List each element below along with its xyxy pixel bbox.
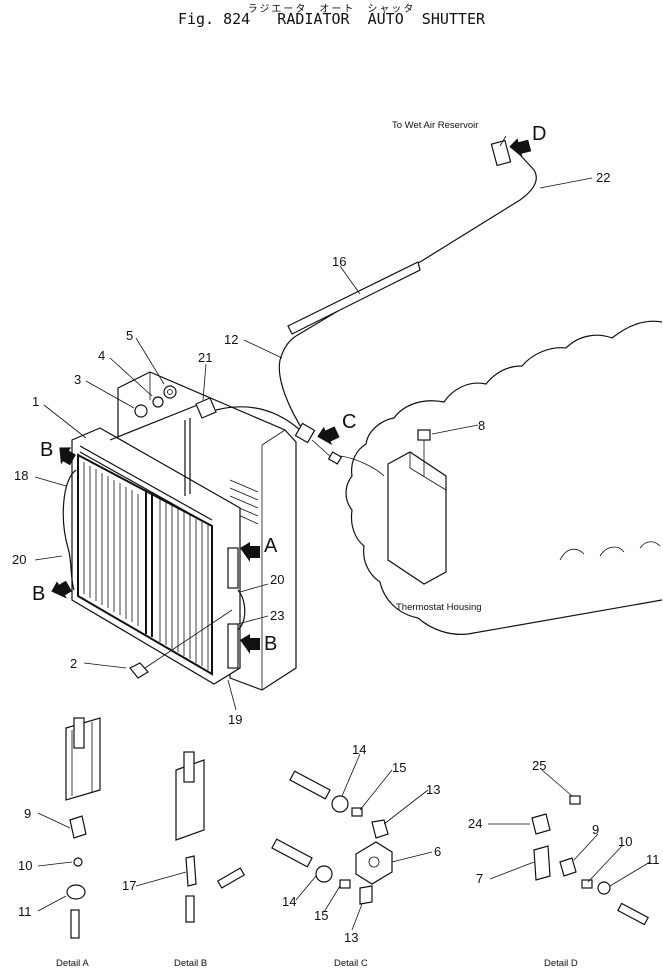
- part-number-13-lower: 13: [344, 930, 358, 945]
- part-number-8: 8: [478, 418, 485, 433]
- detail-d-caption: Detail D: [544, 958, 578, 969]
- arrow-d-icon: [509, 138, 532, 158]
- part-number-13-upper: 13: [426, 782, 440, 797]
- part-number-20-left: 20: [12, 552, 26, 567]
- detail-b-caption: Detail B: [174, 958, 207, 969]
- part-number-4: 4: [98, 348, 105, 363]
- part-number-21: 21: [198, 350, 212, 365]
- wet-air-reservoir-label: To Wet Air Reservoir: [392, 120, 478, 131]
- view-letter-b-right: B: [264, 633, 277, 655]
- view-arrows: [51, 138, 532, 654]
- part-number-16: 16: [332, 254, 346, 269]
- part-number-12: 12: [224, 332, 238, 347]
- part-number-10-detail-d: 10: [618, 834, 632, 849]
- part-number-14-lower: 14: [282, 894, 296, 909]
- figure-title: Fig. 824 RADIATOR AUTO SHUTTER: [177, 10, 486, 28]
- part-number-6: 6: [434, 844, 441, 859]
- part-number-5: 5: [126, 328, 133, 343]
- part-number-1: 1: [32, 394, 39, 409]
- arrow-b-right-icon: [240, 634, 260, 654]
- part-number-25: 25: [532, 758, 546, 773]
- part-number-23: 23: [270, 608, 284, 623]
- arrow-b-lower-icon: [51, 580, 72, 599]
- part-number-9-detail-d: 9: [592, 822, 599, 837]
- part-number-2: 2: [70, 656, 77, 671]
- part-number-9-detail-a: 9: [24, 806, 31, 821]
- part-number-11-detail-a: 11: [18, 904, 32, 919]
- part-number-22: 22: [596, 170, 610, 185]
- part-number-7: 7: [476, 871, 483, 886]
- radiator-assembly: [62, 371, 297, 691]
- arrow-b-upper-icon: [59, 447, 76, 466]
- part-number-14-upper: 14: [352, 742, 366, 757]
- part-number-15-lower: 15: [314, 908, 328, 923]
- japanese-title: ラジエータ オート シャッタ: [247, 4, 416, 15]
- part-number-10-detail-a: 10: [18, 858, 32, 873]
- detail-c-parts: [271, 770, 393, 905]
- view-letter-b-lower: B: [32, 583, 45, 605]
- part-number-20-right: 20: [270, 572, 284, 587]
- arrow-c-icon: [317, 426, 340, 446]
- part-number-11-detail-d: 11: [646, 852, 660, 867]
- part-number-3: 3: [74, 372, 81, 387]
- detail-a-parts: [65, 717, 101, 939]
- arrow-a-icon: [240, 542, 260, 562]
- detail-d-parts: [531, 795, 649, 926]
- part-number-labels: 1 2 3 4 5 6 7 8 9 10 11 12 13 13 14 14 1…: [12, 170, 660, 945]
- air-piping: [215, 139, 537, 465]
- part-number-17: 17: [122, 878, 136, 893]
- thermostat-housing-label: Thermostat Housing: [396, 602, 482, 613]
- detail-c-caption: Detail C: [334, 958, 368, 969]
- part-number-24: 24: [468, 816, 482, 831]
- mounting-bracket: [134, 385, 217, 419]
- engine-outline: [339, 320, 663, 635]
- view-letter-b-upper: B: [40, 439, 53, 461]
- view-letter-a: A: [264, 535, 278, 557]
- detail-b-parts: [175, 751, 246, 923]
- detail-a-caption: Detail A: [56, 958, 89, 969]
- part-number-18: 18: [14, 468, 28, 483]
- part-number-15-upper: 15: [392, 760, 406, 775]
- view-letter-d: D: [532, 123, 546, 145]
- view-letter-c: C: [342, 411, 356, 433]
- part-number-19: 19: [228, 712, 242, 727]
- leader-lines: [34, 135, 651, 931]
